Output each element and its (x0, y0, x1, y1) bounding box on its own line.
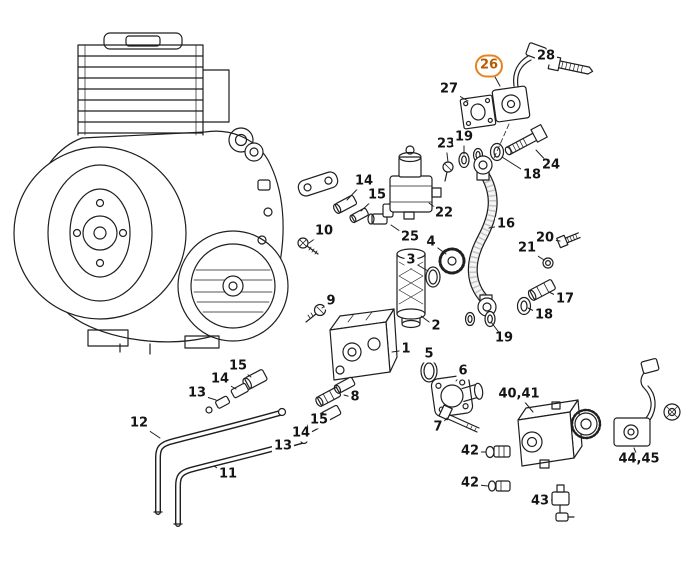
part-label[interactable]: 19 (452, 129, 476, 146)
part-label[interactable]: 44,45 (616, 451, 662, 468)
part-label[interactable]: 28 (534, 48, 558, 65)
bracket-plate (297, 171, 339, 197)
part-label[interactable]: 14 (208, 371, 232, 388)
fittings-8 (315, 376, 356, 407)
part-label[interactable]: 19 (492, 330, 516, 347)
screw-20 (556, 232, 581, 249)
screw-10 (297, 237, 319, 255)
part-label[interactable]: 18 (532, 307, 556, 324)
part-label[interactable]: 23 (434, 136, 458, 153)
hose-16 (467, 155, 498, 317)
part-label[interactable]: 1 (399, 341, 413, 358)
part-label[interactable]: 6 (456, 363, 470, 380)
part-label[interactable]: 13 (271, 438, 295, 455)
flange-6 (430, 374, 484, 418)
part-label[interactable]: 15 (307, 412, 331, 429)
part-label[interactable]: 43 (528, 493, 552, 510)
screw-23 (442, 161, 454, 182)
part-label[interactable]: 8 (348, 389, 362, 406)
fittings-15-14-13-left (205, 369, 268, 414)
part-label-selected[interactable]: 26 (474, 54, 504, 78)
valve-43 (551, 484, 575, 522)
part-label[interactable]: 42 (458, 475, 482, 492)
bolt-7 (438, 404, 480, 433)
o-ring-21 (542, 257, 554, 269)
gasket-27 (459, 94, 497, 130)
part-label[interactable]: 5 (422, 346, 436, 363)
part-label[interactable]: 15 (365, 187, 389, 204)
part-label[interactable]: 13 (185, 385, 209, 402)
elbow-25 (367, 203, 394, 225)
part-label[interactable]: 20 (533, 230, 557, 247)
part-label[interactable]: 25 (398, 229, 422, 246)
tube-12 (153, 407, 287, 515)
fitting-42-b (487, 480, 511, 492)
fitting-15-upper (349, 207, 369, 224)
part-label[interactable]: 24 (539, 157, 563, 174)
part-label[interactable]: 11 (216, 466, 240, 483)
fitting-17 (527, 279, 556, 301)
part-label[interactable]: 17 (553, 291, 577, 308)
part-label[interactable]: 12 (127, 415, 151, 432)
part-label[interactable]: 42 (458, 443, 482, 460)
part-label[interactable]: 14 (352, 173, 376, 190)
part-label[interactable]: 16 (494, 216, 518, 233)
washer-18-bottom (516, 296, 532, 316)
pump-40-41 (517, 399, 602, 469)
part-label[interactable]: 14 (289, 425, 313, 442)
part-label[interactable]: 15 (226, 358, 250, 375)
solenoid-44-45 (613, 357, 681, 447)
part-label[interactable]: 21 (515, 240, 539, 257)
part-label[interactable]: 7 (431, 419, 445, 436)
washer-19-bottom (464, 310, 496, 328)
fitting-14-upper (333, 194, 358, 214)
engine-assembly (13, 32, 289, 355)
part-label[interactable]: 9 (324, 293, 338, 310)
part-label[interactable]: 10 (312, 223, 336, 240)
gear-4 (438, 247, 466, 275)
screw-24 (504, 124, 548, 156)
part-label[interactable]: 18 (520, 167, 544, 184)
part-label[interactable]: 3 (404, 252, 418, 269)
washer-18-top (489, 142, 505, 162)
part-label[interactable]: 2 (429, 318, 443, 335)
part-label[interactable]: 4 (424, 234, 438, 251)
o-ring-3 (425, 266, 441, 288)
valve-22 (389, 145, 442, 220)
valve-block-1 (329, 308, 398, 381)
part-label[interactable]: 27 (437, 81, 461, 98)
part-label[interactable]: 22 (432, 205, 456, 222)
part-label[interactable]: 40,41 (496, 386, 542, 403)
